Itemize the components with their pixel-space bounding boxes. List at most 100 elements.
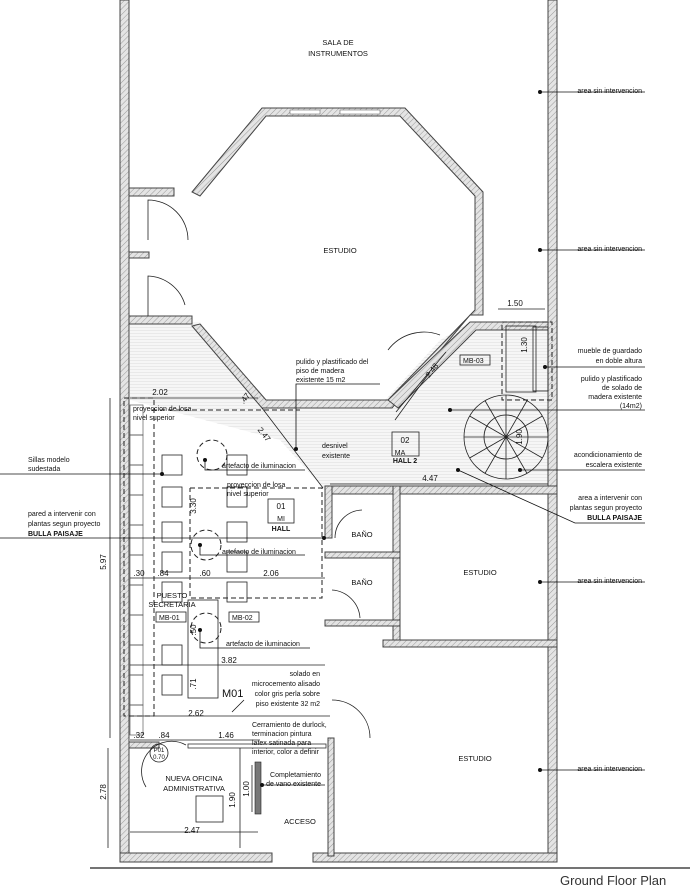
tag-mb03: MB-03 — [459, 354, 491, 366]
inner-wall — [392, 485, 401, 642]
inner-wall — [324, 619, 401, 627]
tag-p01-width: 0.70 — [153, 755, 165, 761]
tag-number: 01 — [277, 502, 286, 511]
note-solado: microcemento alisado — [252, 681, 320, 688]
leader-lines — [0, 91, 645, 786]
outer-wall-right — [547, 0, 558, 863]
tag-code: MA — [395, 450, 406, 457]
note-pulido-15: existente 15 m2 — [296, 377, 346, 384]
planter — [129, 584, 144, 616]
tag-hall1: 01 MI HALL — [267, 498, 295, 533]
stair-tread — [469, 415, 507, 438]
note-vano: de vano existente — [266, 781, 321, 788]
tag-mb02-label: MB-02 — [232, 615, 253, 622]
stair-tread — [505, 415, 543, 438]
tag-mb02: MB-02 — [228, 611, 260, 623]
leader-dot — [448, 408, 452, 412]
dimension-line — [394, 371, 431, 421]
note-pared: BULLA PAISAJE — [28, 531, 83, 538]
room-label-puesto: SECRETARIA — [148, 600, 195, 609]
note-escalera: acondicionamiento de — [574, 452, 642, 459]
note-proyeccion: nivel superior — [133, 415, 175, 422]
durlock-partition — [187, 743, 327, 749]
leader-dot — [160, 472, 164, 476]
planter — [129, 434, 144, 466]
note-desnivel: desnivel — [322, 443, 348, 450]
note-area-sin-intervencion: area sin intervencion — [577, 578, 642, 585]
hall-bottom-wall — [324, 485, 558, 495]
inner-wall — [324, 551, 401, 559]
dim-label: .30 — [133, 569, 145, 578]
spiral-staircase — [463, 394, 549, 480]
room-label-oficina: ADMINISTRATIVA — [163, 784, 225, 793]
stair-tread — [505, 436, 543, 459]
note-bulla: plantas segun proyecto — [570, 505, 642, 512]
planter — [129, 464, 144, 496]
door-swing — [141, 740, 187, 788]
dim-label: .71 — [189, 678, 198, 690]
dim-label: 1.00 — [242, 781, 251, 797]
chair — [161, 486, 183, 508]
note-area-sin-intervencion: area sin intervencion — [577, 246, 642, 253]
note-bulla: area a intervenir con — [578, 495, 642, 502]
leader-dot — [518, 468, 522, 472]
counter — [187, 599, 219, 699]
light-fixture — [190, 612, 222, 644]
inner-wall — [324, 485, 333, 539]
leader-dot — [538, 768, 542, 772]
leader-dot — [198, 543, 202, 547]
dim-label: 1.50 — [507, 299, 523, 308]
note-durlock: interior, color a definir — [252, 749, 320, 756]
planter — [129, 524, 144, 556]
chair — [226, 521, 248, 543]
tag-mb01: MB-01 — [155, 611, 187, 623]
room-label-estudio: ESTUDIO — [323, 246, 357, 255]
note-durlock: latex satinada para — [252, 740, 311, 747]
dim-label: .84 — [158, 731, 170, 740]
chair — [226, 454, 248, 476]
note-durlock: terminacion pintura — [252, 731, 312, 738]
note-pulido-14: madera existente — [588, 394, 642, 401]
note-artefacto: artefacto de iluminacion — [226, 641, 300, 648]
level-change-line — [261, 407, 324, 489]
note-sillas: Sillas modelo — [28, 457, 70, 464]
leader-dot — [294, 447, 298, 451]
outer-wall-bottom-left — [119, 852, 273, 863]
note-pulido-15: piso de madera — [296, 368, 344, 375]
note-bulla: BULLA PAISAJE — [587, 515, 642, 522]
note-pulido-15: pulido y plastificado del — [296, 359, 369, 366]
dim-label: 2.47 — [184, 826, 200, 835]
note-pulido-14: pulido y plastificado — [581, 376, 642, 383]
planter — [129, 614, 144, 646]
tag-m01: M01 — [222, 688, 243, 700]
planter — [129, 674, 144, 706]
leader-dot — [456, 468, 460, 472]
desk — [195, 795, 224, 823]
dim-label: .50 — [189, 624, 198, 636]
note-proyeccion: proyeccion de losa — [133, 406, 191, 413]
note-pulido-14: de solado de — [602, 385, 642, 392]
room-label-estudio: ESTUDIO — [463, 568, 497, 577]
inner-wall — [128, 187, 175, 197]
inner-wall — [382, 639, 558, 648]
dim-label: 3.82 — [221, 656, 237, 665]
dim-label: .32 — [133, 731, 145, 740]
leader-dot — [538, 580, 542, 584]
tag-p01-code: P01 — [154, 748, 165, 754]
stair-tread — [484, 400, 507, 438]
leader-dots — [160, 90, 547, 787]
leader-dot — [322, 536, 326, 540]
chair — [161, 581, 183, 603]
chair — [226, 581, 248, 603]
door-swing — [331, 699, 371, 739]
door-swing — [387, 331, 441, 351]
dim-label: 2.78 — [99, 784, 108, 800]
tag-mb01-label: MB-01 — [159, 615, 180, 622]
leader-dot — [260, 783, 264, 787]
chairs — [129, 404, 248, 736]
storage-furniture — [501, 321, 553, 401]
dim-label: 4.47 — [422, 474, 438, 483]
note-vano: Completamiento — [270, 772, 321, 779]
plan-title: Ground Floor Plan — [560, 873, 666, 888]
